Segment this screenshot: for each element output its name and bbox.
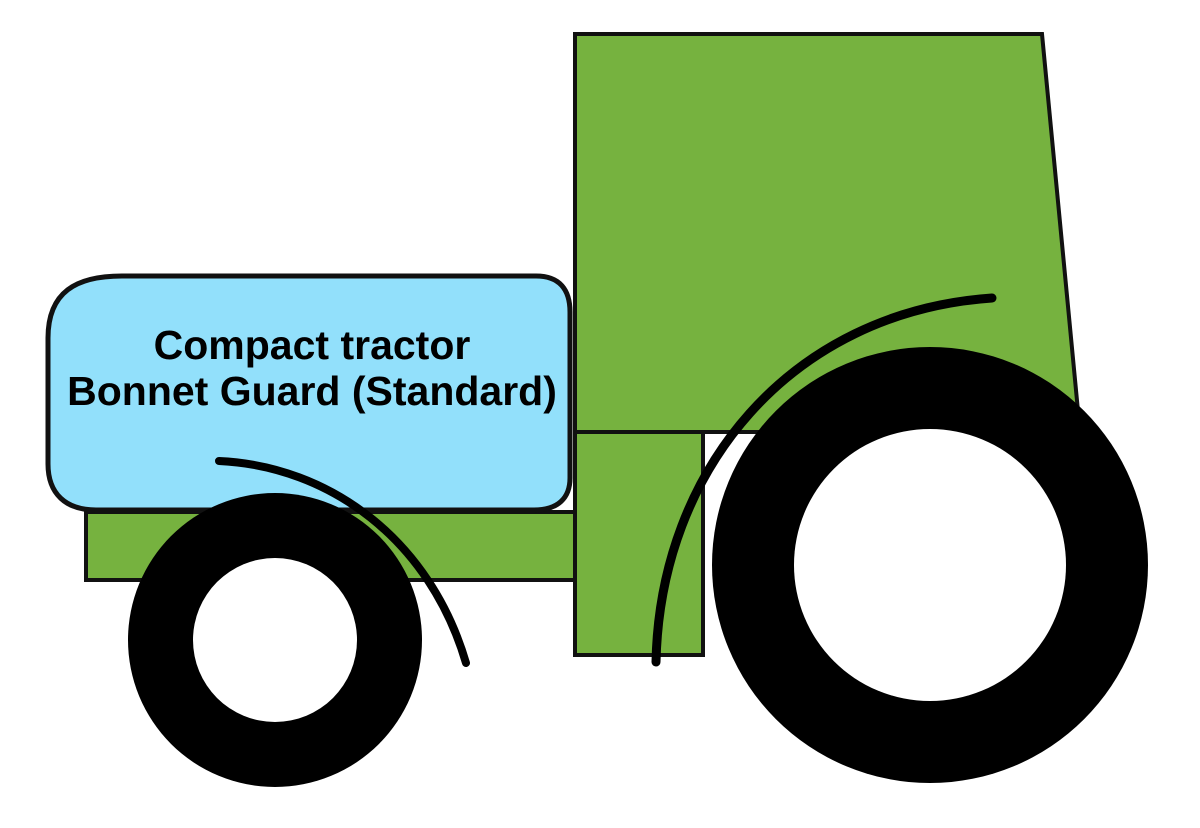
front-rim — [193, 558, 357, 722]
lower-housing — [573, 430, 705, 657]
rear-mudguard-arc — [651, 293, 997, 667]
bonnet-guard-panel — [45, 273, 573, 513]
front-wheel — [128, 493, 422, 787]
front-mudguard-arc — [215, 457, 470, 667]
rear-rim — [794, 429, 1066, 701]
callout-line-2: Bonnet Guard (Standard) — [67, 368, 557, 414]
rear-wheel — [712, 347, 1148, 783]
callout-line-1: Compact tractor — [154, 322, 471, 368]
